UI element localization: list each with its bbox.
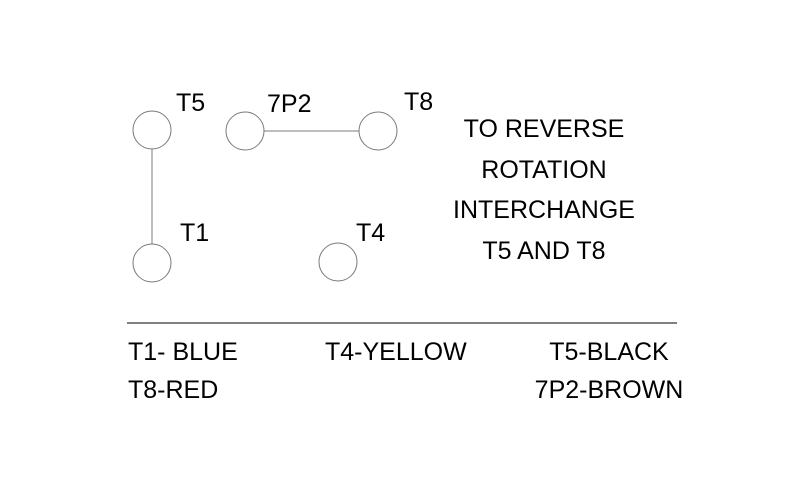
legend-item: T1- BLUE xyxy=(128,338,238,366)
terminal-label-T8: T8 xyxy=(404,88,434,116)
reverse-rotation-note: TO REVERSE ROTATION INTERCHANGE T5 AND T8 xyxy=(413,109,675,271)
terminal-circle-T1 xyxy=(132,243,172,283)
terminal-label-T5: T5 xyxy=(176,89,206,117)
terminal-circle-7P2 xyxy=(225,111,265,151)
legend-column-1: T1- BLUE T8-RED xyxy=(128,334,238,409)
legend-item: 7P2-BROWN xyxy=(534,375,684,404)
legend-item: T5-BLACK xyxy=(549,338,669,366)
legend-column-2: T4-YELLOW xyxy=(325,334,467,372)
terminal-circle-T4 xyxy=(318,242,358,282)
legend-column-3: T5-BLACK 7P2-BROWN xyxy=(530,334,688,409)
note-line-4: T5 AND T8 xyxy=(482,236,606,265)
terminal-circle-T5 xyxy=(132,110,172,150)
note-line-3: INTERCHANGE xyxy=(453,196,635,224)
note-line-2: ROTATION xyxy=(481,155,607,184)
note-line-1: TO REVERSE xyxy=(463,115,625,143)
terminal-label-T1: T1 xyxy=(180,219,210,247)
legend-item: T4-YELLOW xyxy=(325,338,467,366)
terminal-label-7P2: 7P2 xyxy=(267,90,312,118)
terminal-circle-T8 xyxy=(358,111,398,151)
legend-divider xyxy=(127,322,677,324)
legend-item: T8-RED xyxy=(128,375,219,404)
terminal-label-T4: T4 xyxy=(356,219,386,247)
